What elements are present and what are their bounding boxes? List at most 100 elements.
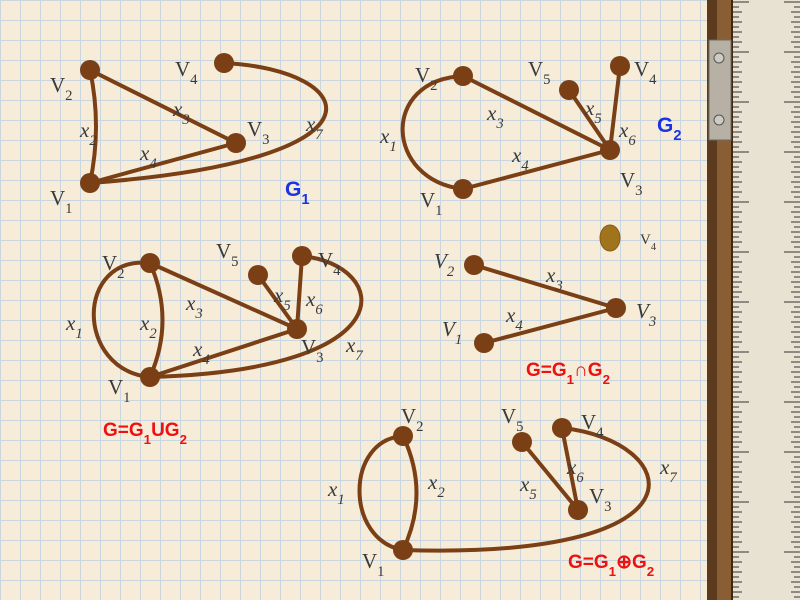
ringsum-label-x7: x7	[659, 455, 677, 486]
ringsum-edge-x7	[401, 426, 651, 553]
g2-label-v4: V4	[634, 57, 657, 88]
g2-label-x5: x5	[584, 96, 602, 127]
g1-title: G1	[285, 178, 310, 208]
g2-vertex-v4	[610, 56, 630, 76]
g2-label-x3: x3	[486, 101, 504, 132]
ringsum-label-x6: x6	[566, 455, 584, 486]
ringsum-vertex-v2	[393, 426, 413, 446]
intersection-label-x3: x3	[545, 263, 563, 294]
intersection-label-v3: V3	[636, 299, 656, 330]
graph-union: V2 V1 V5 V4 V3 x1 x2 x3 x4 x5 x6 x7 G=G1…	[65, 239, 364, 447]
intersection-label-v1: V1	[442, 317, 462, 348]
g1-edge-x7	[88, 61, 329, 185]
intersection-edge-x4	[482, 306, 618, 345]
ringsum-vertex-v1	[393, 540, 413, 560]
union-vertex-v3	[287, 319, 307, 339]
union-vertex-v4	[292, 246, 312, 266]
ringsum-label-v1: V1	[362, 549, 385, 580]
g1-label-v2: V2	[50, 73, 73, 104]
g2-label-x4: x4	[511, 143, 529, 174]
union-edge-x6	[295, 254, 304, 331]
g1-vertex-v3	[226, 133, 246, 153]
intersection-vertex-v4	[599, 224, 621, 252]
g2-edge-x1	[400, 74, 465, 191]
ringsum-label-x2: x2	[427, 470, 445, 501]
union-label-v3: V3	[301, 335, 324, 366]
union-edge-x1	[91, 260, 152, 379]
ringsum-edge-x1	[357, 434, 405, 552]
union-edge-x7	[148, 254, 364, 379]
g1-label-x3: x3	[172, 97, 190, 128]
g2-label-v1: V1	[420, 188, 443, 219]
ringsum-label-v5: V5	[501, 404, 524, 435]
g1-vertex-v1	[80, 173, 100, 193]
g1-vertex-v4	[214, 53, 234, 73]
ringsum-edge-x6	[560, 426, 580, 512]
ringsum-edge-x5	[520, 440, 580, 512]
union-label-v2: V2	[102, 251, 125, 282]
intersection-label-v2: V2	[434, 249, 455, 280]
union-label-v4: V4	[318, 248, 341, 279]
union-label-x4: x4	[192, 337, 210, 368]
union-label-x5: x5	[273, 283, 291, 314]
union-label-x2: x2	[139, 311, 157, 342]
graph-g1: V2 V1 V4 V3 x2 x3 x4 x7 G1	[50, 53, 329, 217]
union-vertex-v5	[248, 265, 268, 285]
g2-vertex-v3	[600, 140, 620, 160]
ringsum-vertex-v4	[552, 418, 572, 438]
g1-label-x2: x2	[79, 118, 97, 149]
ringsum-title: G=G1⊕G2	[568, 552, 654, 579]
g2-label-v3: V3	[620, 168, 643, 199]
g2-edge-x6	[608, 64, 622, 152]
ringsum-vertex-v5	[512, 432, 532, 452]
ringsum-edge-x2	[401, 434, 419, 552]
g2-edge-x5	[567, 88, 612, 152]
union-vertex-v2	[140, 253, 160, 273]
g1-edge-x3	[88, 68, 238, 145]
ringsum-vertex-v3	[568, 500, 588, 520]
g2-title: G2	[657, 114, 682, 144]
g2-vertex-v5	[559, 80, 579, 100]
union-label-x7: x7	[345, 333, 363, 364]
g1-label-v4: V4	[175, 57, 198, 88]
graph-intersection: V2 V1 V3 V4 x3 x4 G=G1∩G2	[434, 224, 657, 387]
ringsum-label-v2: V2	[401, 404, 424, 435]
g1-label-x7: x7	[305, 112, 323, 143]
g2-label-v2: V2	[415, 63, 438, 94]
intersection-edge-x3	[472, 263, 618, 310]
intersection-vertex-v2	[464, 255, 484, 275]
union-title: G=G1UG2	[103, 420, 187, 447]
g2-label-x1: x1	[379, 124, 397, 155]
union-label-x6: x6	[305, 287, 323, 318]
ringsum-label-x1: x1	[327, 477, 345, 508]
ruler-decoration	[707, 0, 800, 600]
g1-label-v3: V3	[247, 117, 270, 148]
union-edge-x4	[148, 327, 299, 379]
intersection-label-v4: V4	[640, 232, 657, 253]
ringsum-label-x5: x5	[519, 472, 537, 503]
g1-edge-x4	[88, 141, 238, 185]
intersection-vertex-v1	[474, 333, 494, 353]
union-edge-x5	[256, 273, 299, 331]
union-label-x1: x1	[65, 311, 83, 342]
union-label-v5: V5	[216, 239, 239, 270]
union-label-v1: V1	[108, 375, 131, 406]
intersection-title: G=G1∩G2	[526, 360, 610, 387]
g2-vertex-v1	[453, 179, 473, 199]
ringsum-label-v4: V4	[581, 410, 604, 441]
g1-edge-x2	[88, 68, 98, 185]
g2-label-x6: x6	[618, 118, 636, 149]
g1-vertex-v2	[80, 60, 100, 80]
intersection-vertex-v3	[606, 298, 626, 318]
g1-label-x4: x4	[139, 141, 157, 172]
graph-g2: V2 V1 V5 V4 V3 x1 x3 x4 x5 x6 G2	[379, 56, 682, 219]
union-edge-x2	[148, 261, 165, 379]
intersection-label-x4: x4	[505, 303, 523, 334]
g2-label-v5: V5	[528, 57, 551, 88]
union-edge-x3	[148, 261, 299, 331]
g1-label-v1: V1	[50, 186, 73, 217]
g2-edge-x4	[461, 148, 612, 191]
ringsum-label-v3: V3	[589, 484, 612, 515]
g2-edge-x3	[461, 74, 612, 152]
